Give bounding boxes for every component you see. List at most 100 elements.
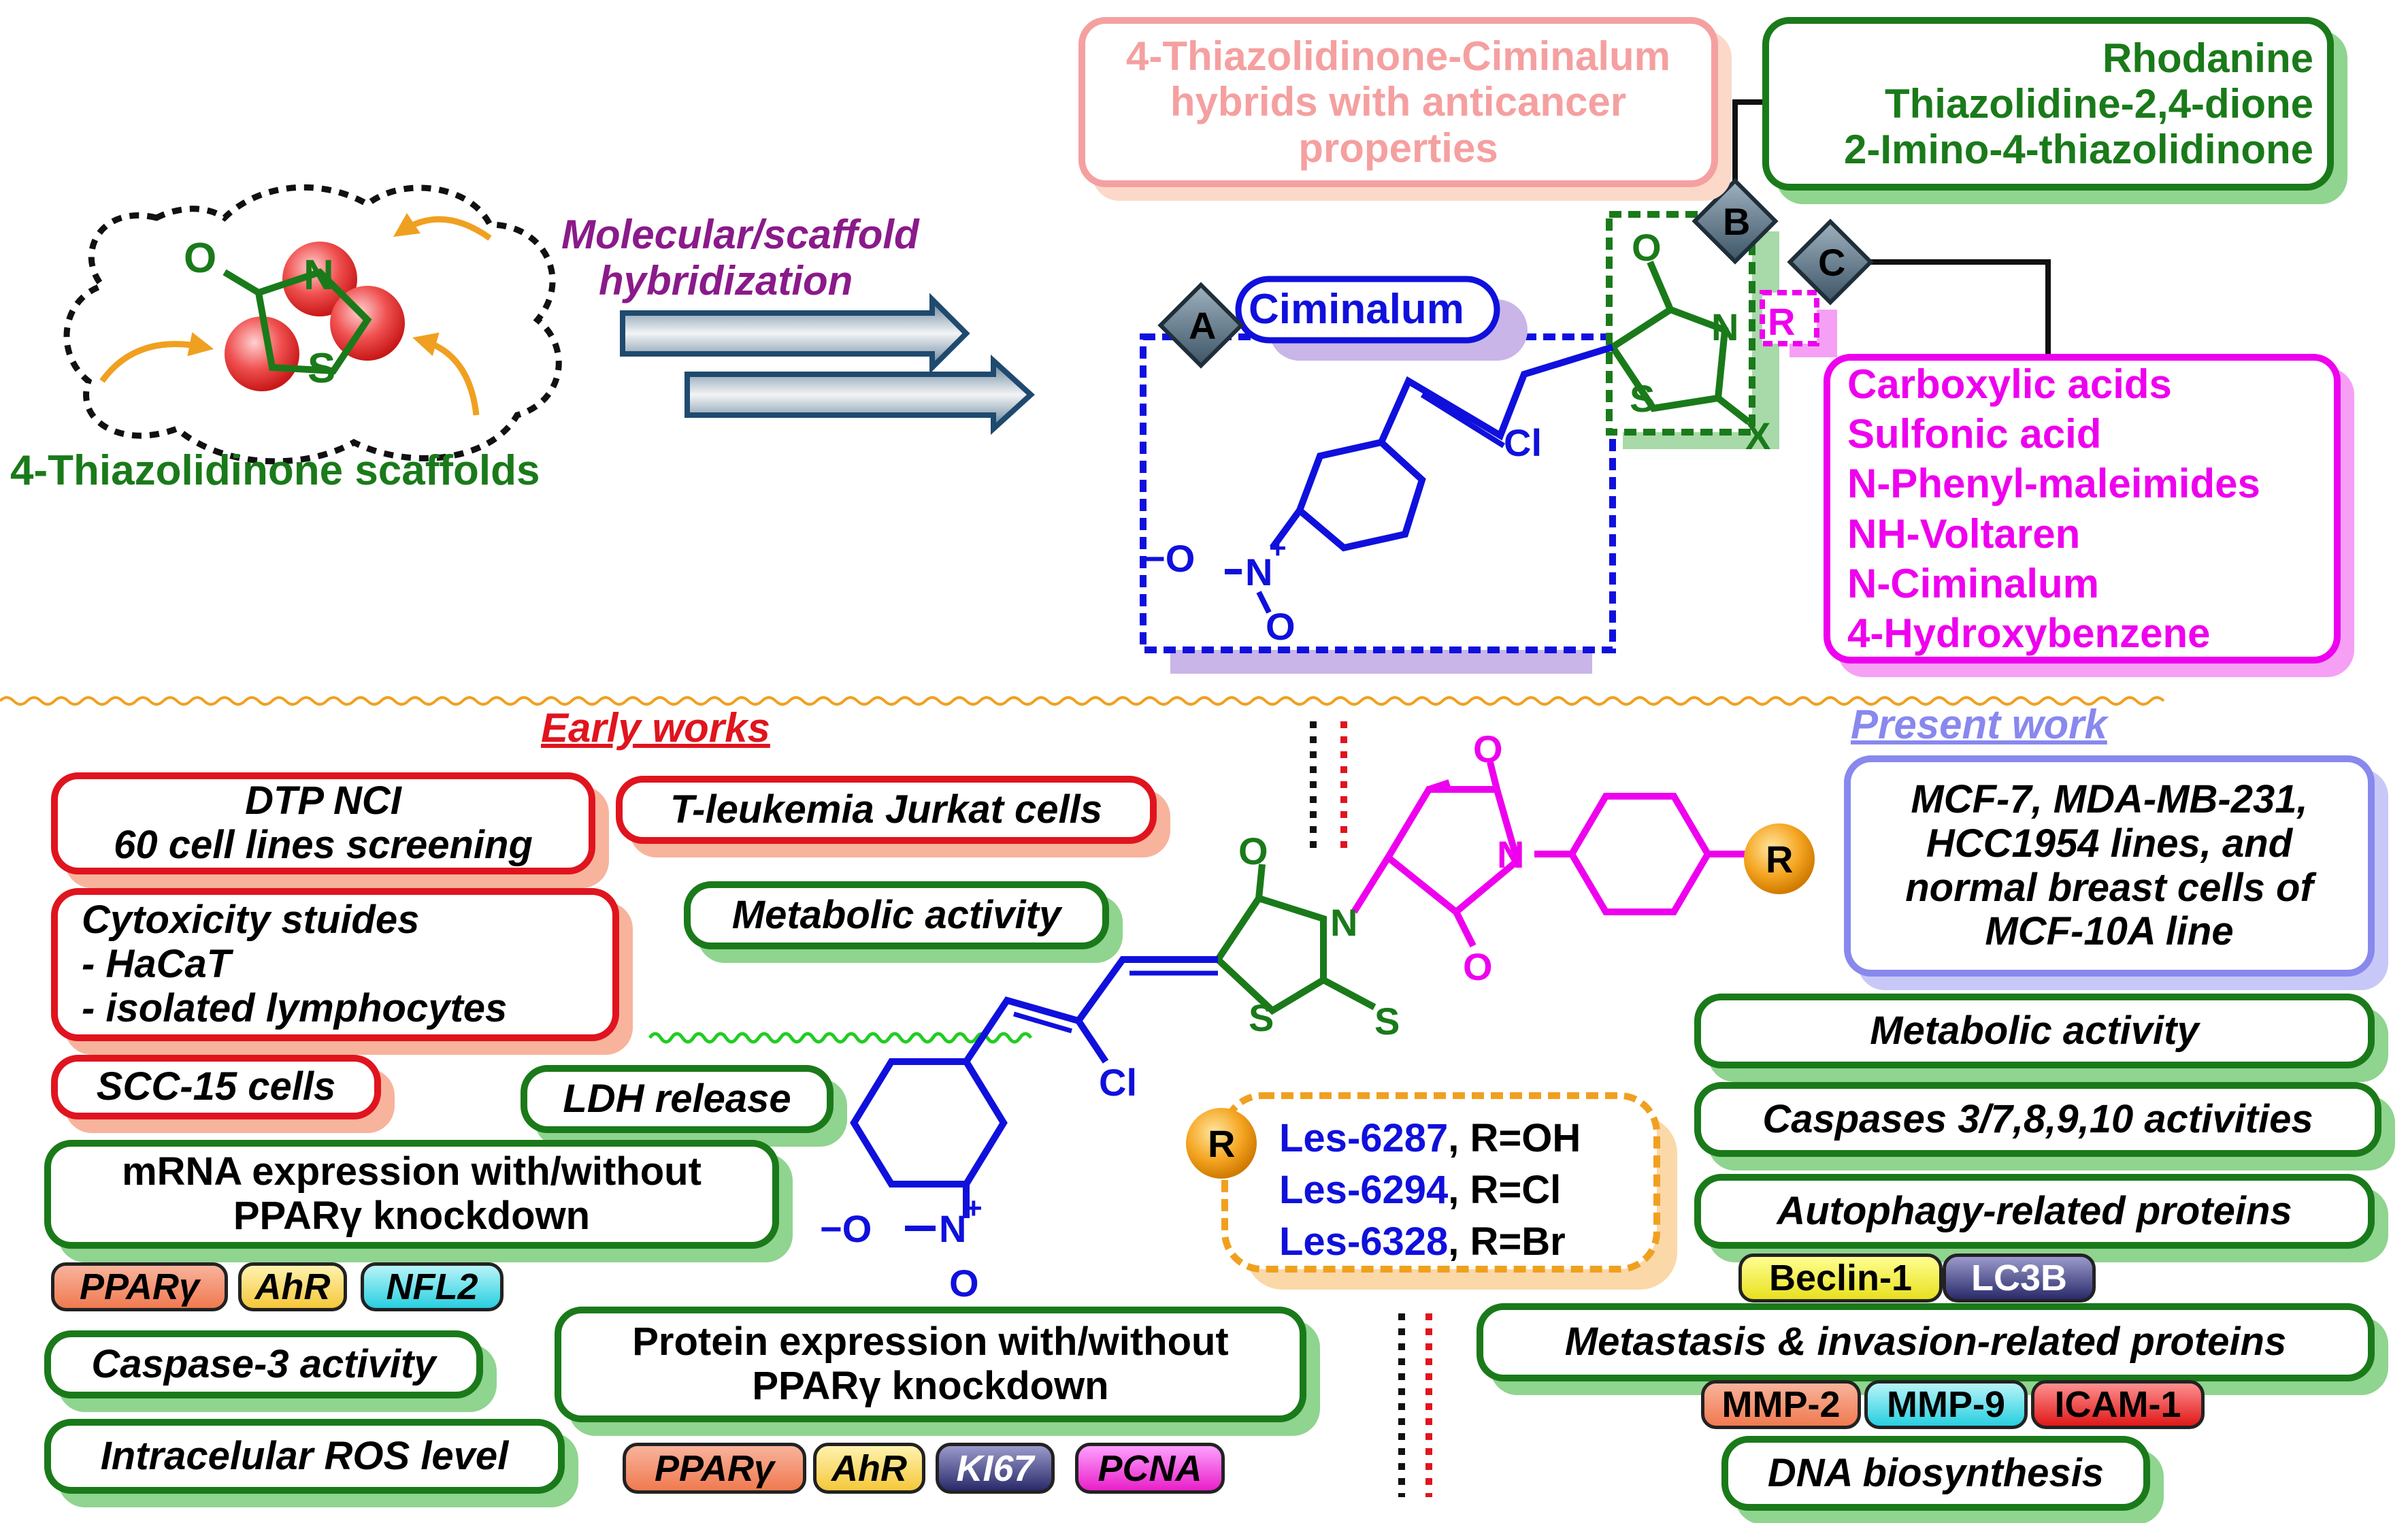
c-option: N-Ciminalum: [1847, 560, 2100, 606]
tag-nfl2: NFL2: [361, 1262, 504, 1311]
c-option: 4-Hydroxybenzene: [1847, 610, 2211, 656]
marker-a: [1157, 282, 1244, 369]
caspase3-label: Caspase-3 activity: [91, 1341, 436, 1386]
marker-a-label: A: [1189, 304, 1216, 347]
cells-line: MCF-10A line: [1985, 909, 2234, 954]
rhodanine-carbonyl: [1255, 864, 1266, 899]
b-connector: [1732, 99, 1762, 214]
early-metabolic-box: Metabolic activity: [684, 881, 1109, 949]
atom-label: N: [1711, 306, 1738, 348]
double-bond: [1013, 1011, 1072, 1034]
atom-label: O: [1463, 945, 1493, 988]
protein-line: Protein expression with/without: [632, 1320, 1229, 1364]
hybridization-arrow: [620, 293, 970, 374]
atom-label: S: [1249, 996, 1274, 1039]
curved-arrow: [99, 332, 214, 383]
nitrobenzene-ring: [850, 1058, 1008, 1188]
protein-line: PPARγ knockdown: [752, 1364, 1109, 1408]
present-work-title: Present work: [1851, 702, 2109, 747]
compound-sub: , R=Br: [1448, 1219, 1566, 1264]
marker-b-label: B: [1723, 200, 1750, 243]
b-option: Rhodanine: [2102, 35, 2313, 81]
ring-highlight: [225, 316, 299, 391]
hybrids-line: 4-Thiazolidinone-Ciminalum: [1125, 33, 1670, 80]
atom-label: O: [184, 235, 216, 282]
jurkat-box: T-leukemia Jurkat cells: [616, 776, 1157, 844]
atom-label: O: [1473, 727, 1503, 770]
atom-label: S: [1374, 1000, 1400, 1043]
c-connector: [1837, 259, 2051, 354]
caspases-box: Caspases 3/7,8,9,10 activities: [1694, 1082, 2381, 1157]
tag-ppar-mrna: PPARγ: [51, 1262, 228, 1311]
scc-label: SCC-15 cells: [96, 1064, 336, 1109]
cells-line: HCC1954 lines, and: [1926, 821, 2293, 866]
tag-lc3b: LC3B: [1943, 1254, 2096, 1303]
compound-row: Les-6287, R=OH: [1279, 1113, 1581, 1164]
scaffold-blob-outline: [63, 184, 562, 465]
wavy-connector: [648, 1032, 1033, 1044]
mrna-line: mRNA expression with/without: [122, 1149, 702, 1194]
compounds-list: Les-6287, R=OH Les-6294, R=Cl Les-6328, …: [1279, 1113, 1581, 1268]
atom-label: S: [308, 345, 335, 392]
hybridization-label-line2: hybridization: [599, 258, 853, 304]
scaffold-label: 4-Thiazolidinone scaffolds: [10, 447, 540, 494]
r-group-label: R: [1768, 300, 1795, 343]
top-benzene: [1296, 438, 1426, 552]
ring-highlight: [282, 242, 357, 316]
dna-box: DNA biosynthesis: [1721, 1436, 2150, 1511]
compounds-box: [1221, 1092, 1660, 1273]
autophagy-label: Autophagy-related proteins: [1777, 1188, 2292, 1233]
hybridization-arrow: [685, 354, 1035, 436]
jurkat-label: T-leukemia Jurkat cells: [670, 787, 1103, 832]
nitro-o: O: [949, 1262, 979, 1305]
c-option: Carboxylic acids: [1847, 361, 2172, 407]
mrna-line: PPARγ knockdown: [233, 1194, 591, 1238]
tag-beclin: Beclin-1: [1738, 1254, 1943, 1303]
dna-label: DNA biosynthesis: [1767, 1450, 2105, 1495]
hybrids-line: properties: [1298, 125, 1498, 171]
c-option: NH-Voltaren: [1847, 510, 2081, 557]
curved-arrow: [393, 213, 492, 241]
dtp-line: DTP NCI: [245, 779, 401, 823]
tag-mmp2: MMP-2: [1701, 1380, 1861, 1429]
compound-code: Les-6294: [1279, 1168, 1449, 1212]
ciminalum-oval: [1235, 276, 1500, 344]
r-substituent-label: R: [1766, 838, 1793, 881]
succinimide-carbonyl: [1428, 779, 1451, 793]
cl-bond: [1075, 1019, 1109, 1064]
tag-mmp9: MMP-9: [1864, 1380, 2028, 1429]
nitro-o-minus: −O: [820, 1207, 872, 1250]
metastasis-label: Metastasis & invasion-related proteins: [1564, 1320, 2287, 1364]
thiazolidinone-ring: [254, 268, 372, 375]
scc-box: SCC-15 cells: [51, 1055, 381, 1119]
nitro-plus: +: [1269, 531, 1287, 565]
cells-line: MCF-7, MDA-MB-231,: [1911, 776, 2308, 821]
x-label: X: [1745, 414, 1770, 457]
nitro-n: N: [939, 1207, 966, 1250]
compound-code: Les-6328: [1279, 1219, 1449, 1264]
curved-arrow: [412, 332, 480, 416]
cytotox-line: - isolated lymphocytes: [82, 985, 508, 1030]
dtp-nci-box: DTP NCI 60 cell lines screening: [51, 772, 595, 874]
ciminalum-region: [1140, 333, 1616, 653]
ldh-box: LDH release: [521, 1065, 834, 1133]
carbonyl-bond: [222, 269, 261, 296]
nitro-bond: [1269, 508, 1303, 550]
top-thioxo-bond: [1715, 395, 1751, 425]
tag-pcna: PCNA: [1075, 1443, 1225, 1494]
atom-label: N: [1330, 901, 1357, 944]
ros-label: Intracelular ROS level: [100, 1433, 509, 1478]
marker-c: [1787, 218, 1874, 306]
tag-ahr-mrna: AhR: [238, 1262, 347, 1311]
atom-label: N: [303, 252, 334, 299]
atom-label: Cl: [1504, 421, 1542, 464]
atom-label: O: [1632, 226, 1662, 269]
nitro-bond: [1256, 591, 1272, 614]
compounds-r-ball: [1186, 1108, 1257, 1179]
protein-box: Protein expression with/without PPARγ kn…: [555, 1307, 1306, 1422]
atom-label: S: [1630, 377, 1655, 420]
ros-box: Intracelular ROS level: [44, 1419, 565, 1494]
ring-link-bond: [1351, 855, 1391, 914]
caspase3-box: Caspase-3 activity: [44, 1330, 483, 1398]
